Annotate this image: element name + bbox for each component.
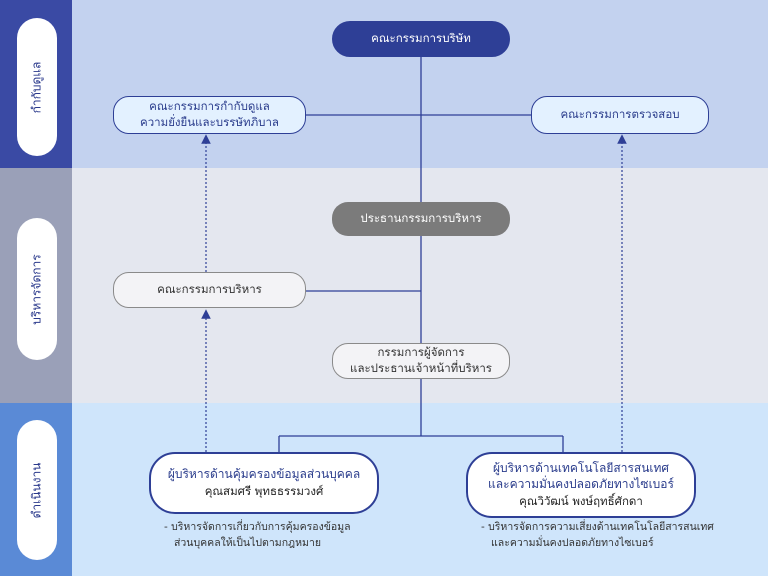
it-executive-node: ผู้บริหารด้านเทคโนโลยีสารสนเทศ และความมั… [466, 452, 696, 518]
privacy-note-line1: - บริหารจัดการเกี่ยวกับการคุ้มครองข้อมูล [164, 521, 351, 533]
audit-committee-node: คณะกรรมการตรวจสอบ [531, 96, 709, 134]
managing-director-node: กรรมการผู้จัดการ และประธานเจ้าหน้าที่บริ… [332, 343, 510, 379]
governance-label: กำกับดูแล [17, 18, 57, 156]
it-note-line2: และความมั่นคงปลอดภัยทางไซเบอร์ [491, 536, 654, 549]
governance-committee-node: คณะกรรมการกำกับดูแล ความยั่งยืนและบรรษัท… [113, 96, 306, 134]
it-note-line1: - บริหารจัดการความเสี่ยงด้านเทคโนโลยีสาร… [481, 521, 714, 533]
executive-chairman-node: ประธานกรรมการบริหาร [332, 202, 510, 236]
management-label: บริหารจัดการ [17, 218, 57, 360]
it-note: - บริหารจัดการความเสี่ยงด้านเทคโนโลยีสาร… [481, 520, 714, 552]
executive-committee-node: คณะกรรมการบริหาร [113, 272, 306, 308]
privacy-executive-node: ผู้บริหารด้านคุ้มครองข้อมูลส่วนบุคคล คุณ… [149, 452, 379, 514]
board-node: คณะกรรมการบริษัท [332, 21, 510, 57]
privacy-note-line2: ส่วนบุคคลให้เป็นไปตามกฎหมาย [174, 536, 321, 549]
privacy-note: - บริหารจัดการเกี่ยวกับการคุ้มครองข้อมูล… [164, 520, 351, 552]
operations-label: ดำเนินงาน [17, 420, 57, 560]
